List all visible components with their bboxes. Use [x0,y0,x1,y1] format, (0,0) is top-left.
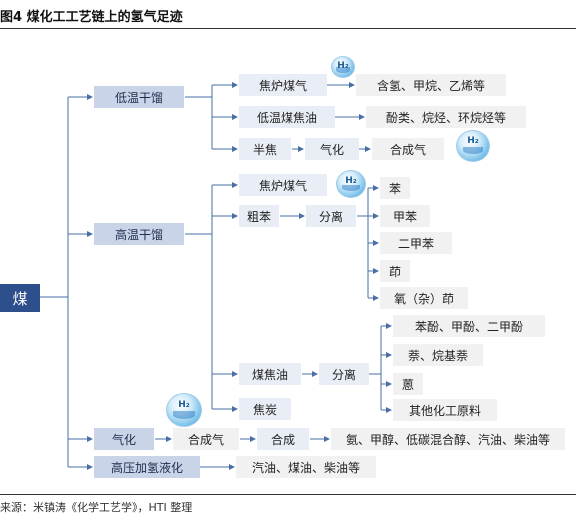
crude-benzene-node: 粗苯 [239,205,279,227]
hydrogen-drop-icon: H₂ [336,170,366,198]
high-pressure-hydro-liquefaction-node: 高压加氢液化 [94,456,200,478]
phenols-node: 苯酚、甲酚、二甲酚 [393,315,545,337]
hydrogen-drop-icon: H₂ [456,130,490,162]
hydrogen-drop-icon: H₂ [331,56,355,78]
coke-node: 焦炭 [239,398,291,420]
low-temp-carbonization-node: 低温干馏 [94,86,184,108]
low-coke-oven-gas-output: 含氢、甲烷、乙烯等 [356,74,506,96]
source-note: 来源：米镇涛《化学工艺学》，HTI 整理 [0,501,193,514]
anthracene-node: 蒽 [393,373,423,395]
low-temp-tar-node: 低温煤焦油 [239,106,335,128]
high-temp-carbonization-node: 高温干馏 [94,223,184,245]
semi-coke-node: 半焦 [239,138,291,160]
figure-title: 图4 煤化工工艺链上的氢气足迹 [0,10,183,25]
bottom-rule [0,494,576,495]
semi-coke-syngas-node: 合成气 [372,138,444,160]
high-coke-oven-gas-node: 焦炉煤气 [239,174,327,196]
liquefaction-products-node: 汽油、煤油、柴油等 [236,456,376,478]
hydrogen-drop-icon: H₂ [166,393,202,427]
indene-node: 茚 [380,260,410,282]
hydrindene-node: 氧（杂）茚 [380,287,468,309]
coal-tar-node: 煤焦油 [239,363,301,385]
low-coke-oven-gas-node: 焦炉煤气 [239,74,327,96]
synthesis-node: 合成 [257,428,309,450]
gasification-syngas-node: 合成气 [173,428,239,450]
other-chemical-raw-materials-node: 其他化工原料 [393,399,497,421]
semi-coke-gasify-node: 气化 [305,138,359,160]
low-temp-tar-output: 酚类、烷烃、环烷烃等 [366,106,526,128]
coal-root-node: 煤 [0,284,40,312]
benzene-node: 苯 [380,177,410,199]
naphthalene-node: 萘、烷基萘 [393,344,483,366]
synthesis-products-node: 氨、甲醇、低碳混合醇、汽油、柴油等 [331,428,565,450]
xylene-node: 二甲苯 [380,232,452,254]
separation-node-2: 分离 [319,363,369,385]
top-rule [0,28,576,29]
separation-node-1: 分离 [306,205,356,227]
toluene-node: 甲苯 [380,205,430,227]
gasification-node: 气化 [94,428,154,450]
